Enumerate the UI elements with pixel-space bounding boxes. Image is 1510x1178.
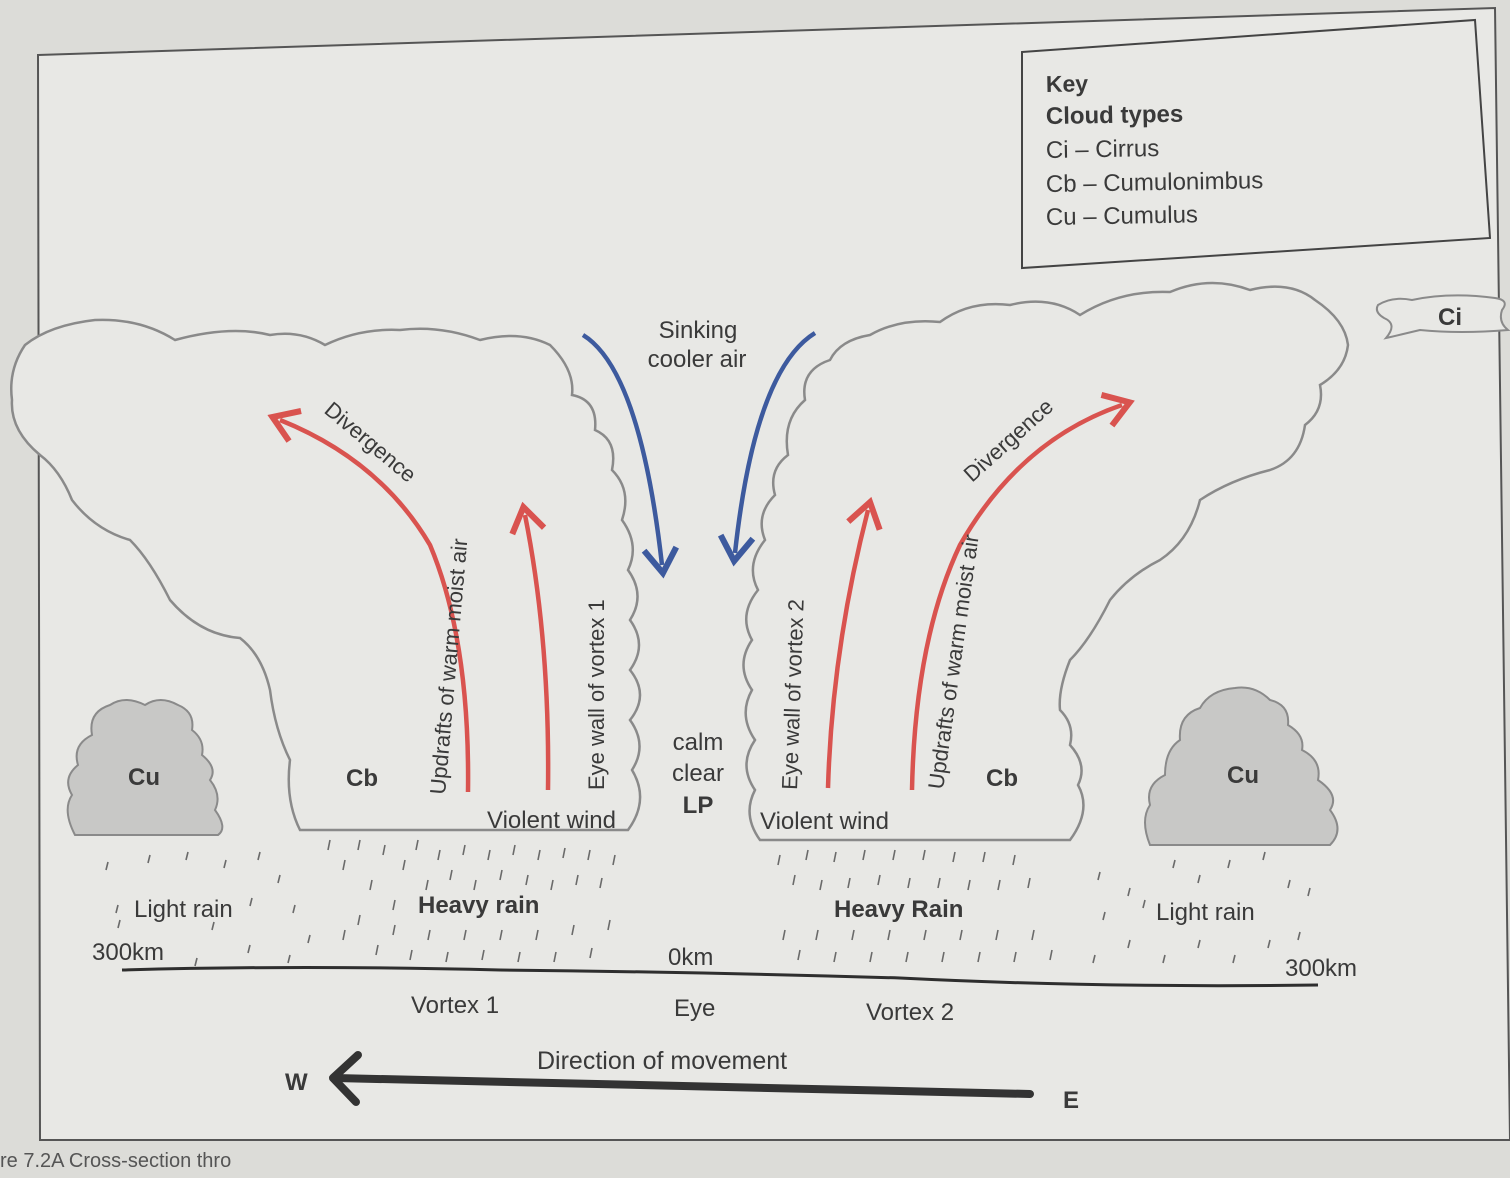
eye-wall-1-label: Eye wall of vortex 1 <box>584 599 609 790</box>
rain-heavy-right <box>777 849 1053 963</box>
direction-arrow <box>329 1051 1034 1106</box>
direction-label: Direction of movement <box>537 1047 787 1075</box>
clear-label: clear <box>672 760 724 787</box>
cumulus-left-label: Cu <box>128 764 160 791</box>
vortex-2-label: Vortex 2 <box>866 999 954 1026</box>
light-rain-left-label: Light rain <box>134 896 233 923</box>
key-heading: Key <box>1046 70 1089 97</box>
updraft-arrow-right-outer <box>909 392 1135 791</box>
distance-right-label: 300km <box>1285 955 1357 982</box>
key-box: Key Cloud types Ci – Cirrus Cb – Cumulon… <box>1021 18 1492 270</box>
east-label: E <box>1063 1087 1079 1114</box>
rain-heavy-left <box>327 839 616 963</box>
sinking-label-line1: Sinking <box>659 317 738 344</box>
key-subheading: Cloud types <box>1046 101 1184 130</box>
cirrus-label: Ci <box>1438 304 1462 331</box>
cirrus-cloud: Ci <box>1375 294 1510 340</box>
distance-left-label: 300km <box>92 939 164 966</box>
cumulus-right <box>1144 686 1339 846</box>
updraft-arrow-right-inner <box>825 496 883 789</box>
cumulonimbus-left-label: Cb <box>346 765 378 792</box>
violent-wind-left-label: Violent wind <box>487 807 616 834</box>
vortex-1-label: Vortex 1 <box>411 992 499 1019</box>
light-rain-right-label: Light rain <box>1156 899 1255 926</box>
figure-caption-text: re 7.2A Cross-section thro <box>0 1150 232 1172</box>
key-entry-cumulonimbus: Cb – Cumulonimbus <box>1046 167 1264 198</box>
heavy-rain-left-label: Heavy rain <box>418 892 539 919</box>
ground-line <box>121 966 1319 988</box>
cumulonimbus-left <box>10 318 642 832</box>
updraft-arrow-left-inner <box>509 501 551 791</box>
key-entry-cumulus: Cu – Cumulus <box>1046 201 1199 231</box>
sinking-arrow-right <box>717 331 817 567</box>
updraft-arrow-left-outer <box>267 408 471 793</box>
heavy-rain-right-label: Heavy Rain <box>834 896 963 923</box>
figure-caption: re 7.2A Cross-section thro <box>0 1150 1510 1173</box>
rain-light-right <box>1092 851 1311 964</box>
distance-center-label: 0km <box>668 944 713 971</box>
eye-label: Eye <box>674 995 715 1022</box>
sinking-label-line2: cooler air <box>648 346 747 373</box>
violent-wind-right-label: Violent wind <box>760 808 889 835</box>
calm-label: calm <box>673 729 724 756</box>
cumulonimbus-right <box>742 281 1350 842</box>
key-entry-cirrus: Ci – Cirrus <box>1046 135 1160 164</box>
low-pressure-label: LP <box>683 792 714 819</box>
cumulonimbus-right-label: Cb <box>986 765 1018 792</box>
rain-light-left <box>105 851 311 967</box>
west-label: W <box>285 1069 308 1096</box>
cumulus-left <box>66 699 224 836</box>
sinking-arrow-left <box>581 333 679 579</box>
cumulus-right-label: Cu <box>1227 762 1259 789</box>
